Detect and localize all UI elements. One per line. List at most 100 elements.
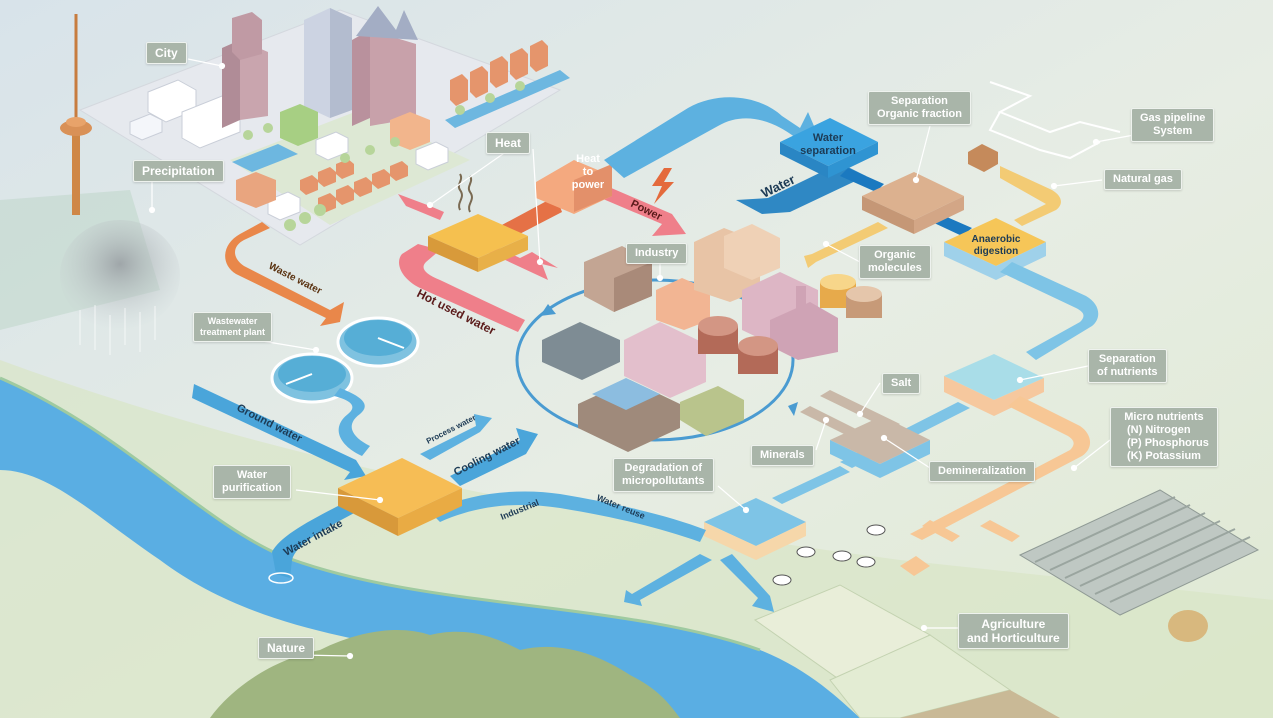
label-agriculture-line-1: Agriculture bbox=[981, 617, 1046, 631]
water-separation-side bbox=[828, 142, 878, 178]
heat-to-power-line-1: Heat bbox=[576, 153, 600, 165]
heat-arrow bbox=[398, 194, 444, 220]
label-water-purification-line-2: purification bbox=[222, 482, 282, 494]
label-precipitation: Precipitation bbox=[133, 160, 224, 182]
steam-icon bbox=[457, 173, 473, 213]
greenhouse-ribs bbox=[1034, 496, 1251, 603]
organic-molecules-arrow bbox=[804, 222, 888, 268]
purification-box bbox=[338, 458, 462, 518]
gas-box bbox=[968, 144, 998, 172]
label-degradation-line-2: micropollutants bbox=[622, 475, 705, 487]
process-water-arrow bbox=[420, 414, 492, 460]
label-separation-organic: Separation Organic fraction bbox=[868, 91, 971, 125]
anaerobic-box bbox=[944, 218, 1046, 266]
heat-exchanger-side bbox=[428, 236, 478, 272]
natural-gas-pipe bbox=[1000, 166, 1061, 226]
label-water-purification: Water purification bbox=[213, 465, 291, 499]
heat-to-power-line-2: to bbox=[583, 166, 594, 178]
label-gas-pipeline-line-1: Gas pipeline bbox=[1140, 112, 1206, 124]
water-separation-side bbox=[780, 142, 828, 178]
power-arrow bbox=[596, 184, 686, 236]
label-micro-nutrients-k: (K) Potassium bbox=[1127, 450, 1201, 462]
waste-water-arrow bbox=[225, 222, 344, 326]
label-wastewater-plant-line-2: treatment plant bbox=[200, 327, 266, 337]
treatment-plant bbox=[270, 316, 420, 404]
greenhouse bbox=[1018, 489, 1260, 616]
anaerobic-lower bbox=[944, 242, 1046, 280]
label-gas-pipeline: Gas pipeline System bbox=[1131, 108, 1215, 142]
label-separation-nutrients: Separation of nutrients bbox=[1088, 349, 1167, 383]
label-agriculture: Agriculture and Horticulture bbox=[958, 613, 1069, 649]
industrial-water-reuse-arrow bbox=[430, 491, 706, 542]
cows bbox=[772, 524, 886, 586]
reuse-arrow bbox=[720, 554, 774, 612]
anaerobic-line-2: digestion bbox=[974, 246, 1018, 257]
degradation-box bbox=[704, 498, 806, 546]
micro-nutrient-end bbox=[900, 556, 930, 576]
label-agriculture-line-2: and Horticulture bbox=[967, 631, 1060, 645]
label-separation-nutrients-line-2: of nutrients bbox=[1097, 366, 1158, 378]
degradation-lower bbox=[704, 522, 806, 560]
water-loop-arrow bbox=[604, 97, 820, 178]
label-wastewater-plant-line-1: Wastewater bbox=[207, 316, 258, 326]
trees bbox=[243, 81, 525, 231]
label-separation-organic-line-1: Separation bbox=[891, 95, 948, 107]
gas-pipeline-network bbox=[988, 81, 1121, 160]
label-organic-molecules-line-2: molecules bbox=[868, 262, 922, 274]
label-natural-gas: Natural gas bbox=[1104, 169, 1182, 190]
label-salt: Salt bbox=[882, 373, 921, 394]
industry-buildings bbox=[542, 224, 882, 452]
label-wastewater-plant: Wastewater treatment plant bbox=[193, 312, 273, 342]
label-separation-nutrients-line-1: Separation bbox=[1098, 353, 1156, 365]
heat-to-power-side bbox=[574, 164, 612, 212]
reuse-arrow bbox=[624, 554, 712, 606]
rain-cloud bbox=[60, 220, 180, 355]
water-pipe bbox=[772, 466, 850, 504]
water-separation-line-1: Water bbox=[813, 132, 844, 144]
river bbox=[0, 378, 860, 718]
field bbox=[900, 690, 1060, 718]
label-micro-nutrients-title: Micro nutrients bbox=[1124, 411, 1204, 423]
minerals-pipe bbox=[800, 406, 870, 442]
water-separation-box bbox=[780, 118, 878, 166]
nutrient-separation-box bbox=[944, 354, 1044, 400]
label-industry: Industry bbox=[626, 243, 688, 264]
river-bank bbox=[0, 376, 761, 652]
label-organic-molecules-line-1: Organic bbox=[874, 249, 916, 261]
heat-exchanger-side bbox=[478, 236, 528, 272]
label-degradation-line-1: Degradation of bbox=[624, 462, 703, 474]
label-micro-nutrients-p: (P) Phosphorus bbox=[1127, 437, 1209, 449]
stone-icon bbox=[1168, 610, 1208, 642]
label-micro-nutrients-n: (N) Nitrogen bbox=[1127, 424, 1191, 436]
nature-hills bbox=[210, 630, 680, 718]
label-nature: Nature bbox=[258, 637, 315, 659]
plant-to-purification-pipe bbox=[334, 388, 370, 456]
organic-separation-side bbox=[914, 196, 964, 234]
city-buildings bbox=[129, 6, 449, 221]
label-degradation: Degradation of micropollutants bbox=[613, 458, 714, 492]
purification-side bbox=[338, 488, 398, 536]
hot-used-water-arrow bbox=[399, 244, 525, 332]
water-intake-arrow bbox=[272, 500, 360, 578]
cycle-arrowhead bbox=[540, 304, 556, 316]
label-minerals: Minerals bbox=[751, 445, 814, 466]
water-separation-line-2: separation bbox=[800, 145, 856, 157]
tv-tower bbox=[60, 14, 92, 215]
label-city: City bbox=[146, 42, 187, 64]
purification-side bbox=[398, 488, 462, 536]
label-demineralization: Demineralization bbox=[929, 461, 1036, 482]
label-micro-nutrients: Micro nutrients (N) Nitrogen (P) Phospho… bbox=[1110, 407, 1218, 467]
cycle-arrowhead bbox=[788, 402, 798, 416]
intake-ripple bbox=[268, 572, 294, 584]
water-to-nutrients-arrow bbox=[1000, 262, 1099, 360]
label-organic-molecules: Organic molecules bbox=[859, 245, 931, 279]
cooling-water-arrow bbox=[450, 428, 538, 486]
blue-link bbox=[840, 168, 884, 192]
micro-nutrient-branch bbox=[922, 520, 960, 542]
organic-separation-side bbox=[862, 196, 914, 234]
canal bbox=[445, 70, 570, 128]
industry-cycle bbox=[515, 278, 795, 442]
canal bbox=[232, 144, 298, 172]
